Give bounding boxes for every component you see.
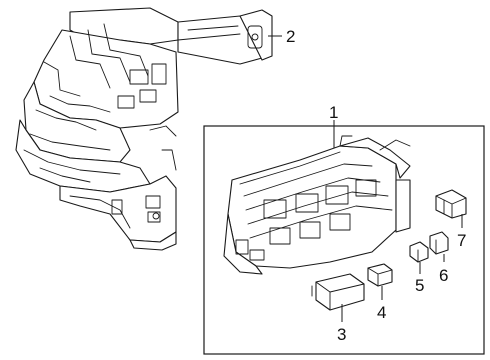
- relay-part-3: [311, 273, 365, 311]
- relay-part-4: [367, 263, 393, 287]
- inset-frame: [203, 125, 485, 355]
- callout-3: 3: [337, 325, 346, 344]
- callout-1: 1: [329, 103, 338, 122]
- callout-4: 4: [377, 303, 386, 322]
- fuse-part-6: [429, 231, 449, 255]
- callout-6: 6: [439, 266, 448, 285]
- fuse-box: [223, 135, 411, 275]
- callout-5: 5: [415, 276, 424, 295]
- connector-part-7: [435, 189, 467, 219]
- callout-7: 7: [457, 231, 466, 250]
- bracket-assembly: [15, 7, 273, 251]
- callout-2: 2: [286, 27, 295, 46]
- fuse-part-5: [409, 241, 429, 263]
